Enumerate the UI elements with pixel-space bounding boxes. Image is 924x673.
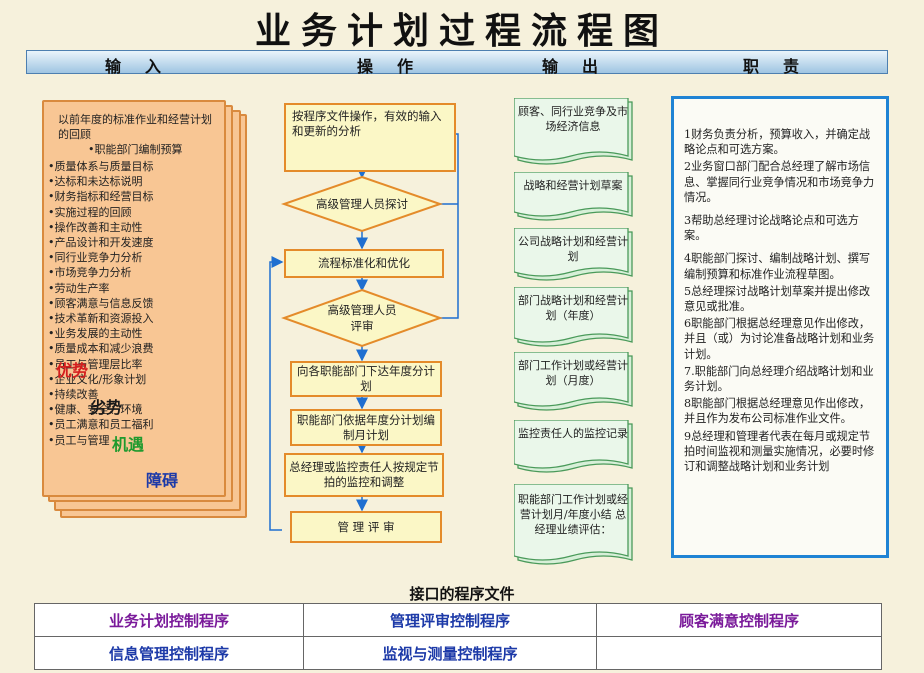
column-header-bar: 输入 操作 输出 职责 (26, 50, 888, 76)
input-item: •企业文化/形象计划 (48, 372, 147, 386)
input-item: •质量成本和减少浪费 (48, 342, 154, 356)
output-document: 监控责任人的监控记录 (514, 420, 633, 473)
responsibility-box: 1财务负责分析，预算收入，并确定战略论点和可选方案。 2业务窗口部门配合总经理了解… (671, 96, 889, 558)
table-row: 业务计划控制程序 管理评审控制程序 顾客满意控制程序 (34, 603, 882, 637)
output-document-text: 战略和经营计划草案 (523, 179, 623, 192)
input-item: •操作改善和主动性 (48, 220, 143, 234)
responsibility-item: 7.职能部门向总经理介绍战略计划和业务计划。 (684, 364, 874, 394)
page-title: 业务计划过程流程图 (254, 11, 669, 52)
tag-opportunity: 机遇 (112, 435, 145, 454)
interface-cell: 顾客满意控制程序 (596, 603, 882, 637)
header-operation: 操作 (357, 57, 438, 76)
output-document-text: 部门工作计划或经营计划（月度） (518, 359, 628, 387)
step-input-analysis: 按程序文件操作，有效的输入和更新的分析 (284, 103, 456, 172)
interface-cell: 管理评审控制程序 (303, 603, 597, 637)
interface-cell: 信息管理控制程序 (34, 636, 304, 670)
output-document: 战略和经营计划草案 (514, 172, 633, 221)
responsibility-item: 5总经理探讨战略计划草案并提出修改意见或批准。 (684, 284, 871, 314)
input-item: •质量体系与质量目标 (48, 160, 154, 173)
input-item: •员工与管理层比率 (48, 357, 143, 371)
input-item: •员工满意和员工福利 (48, 418, 154, 432)
header-responsibility: 职责 (743, 57, 824, 76)
output-document: 部门战略计划和经营计划（年度） (514, 287, 633, 347)
output-document-text: 公司战略计划和经营计划 (518, 235, 628, 263)
step-monitor-adjust: 总经理或监控责任人按规定节拍的监控和调整 (284, 453, 444, 497)
responsibility-item: 1财务负责分析，预算收入，并确定战略论点和可选方案。 (684, 128, 871, 157)
output-document-text: 顾客、同行业竞争及市场经济信息 (518, 105, 628, 133)
input-item-list: •质量体系与质量目标 •达标和未达标说明•财务指标和经营目标•实施过程的回顾•操作… (48, 159, 224, 448)
input-item: •劳动生产率 (48, 281, 110, 295)
interface-cell: 业务计划控制程序 (34, 603, 304, 637)
output-document: 公司战略计划和经营计划 (514, 228, 633, 281)
input-item: •顾客满意与信息反馈 (48, 296, 154, 310)
step-standardize: 流程标准化和优化 (284, 249, 444, 278)
input-item: •员工与管理 (48, 433, 110, 447)
header-output: 输出 (542, 57, 623, 76)
output-document: 职能部门工作计划或经营计划月/年度小结 总经理业绩评估： (514, 484, 633, 565)
responsibility-item: 3帮助总经理讨论战略论点和可选方案。 (684, 214, 859, 243)
responsibility-item: 4职能部门探讨、编制战略计划、撰写编制预算和标准作业流程草图。 (684, 252, 871, 281)
output-document: 部门工作计划或经营计划（月度） (514, 352, 633, 411)
output-document-text: 部门战略计划和经营计划（年度） (518, 294, 628, 322)
input-item: •同行业竞争力分析 (48, 251, 143, 265)
step-management-review: 管 理 评 审 (290, 511, 442, 543)
input-item: •业务发展的主动性 (48, 327, 143, 341)
interface-cell: 监视与测量控制程序 (303, 636, 597, 670)
header-input: 输入 (105, 57, 186, 76)
input-item: •达标和未达标说明 (48, 175, 143, 189)
input-item: •财务指标和经营目标 (48, 190, 154, 204)
input-sheet-front: 以前年度的标准作业和经营计划的回顾 •职能部门编制预算 •质量体系与质量目标 •达… (42, 100, 226, 497)
step-monthly-plan: 职能部门依据年度分计划编制月计划 (290, 409, 442, 446)
interface-title: 接口的程序文件 (409, 585, 515, 603)
decision-management-review: 高级管理人员 评审 (327, 303, 397, 333)
decision-management-discussion: 高级管理人员探讨 (316, 197, 408, 211)
tag-strength: 优势 (56, 361, 89, 380)
tag-obstacle: 障碍 (146, 471, 179, 490)
interface-table: 业务计划控制程序 管理评审控制程序 顾客满意控制程序 信息管理控制程序 监视与测… (34, 603, 882, 670)
responsibility-item: 8职能部门根据总经理意见作出修改，并且作为发布公司标准作业文件。 (684, 397, 871, 426)
output-document-text: 职能部门工作计划或经营计划月/年度小结 总经理业绩评估： (518, 493, 628, 536)
responsibility-item: 2业务窗口部门配合总经理了解市场信息、掌握同行业竞争情况和市场竞争力情况。 (684, 160, 875, 204)
output-document-text: 监控责任人的监控记录 (518, 427, 628, 440)
table-row: 信息管理控制程序 监视与测量控制程序 (34, 636, 882, 670)
input-item: •技术革新和资源投入 (48, 312, 154, 326)
input-item: •持续改善 (48, 388, 99, 402)
interface-cell (596, 636, 882, 670)
input-heading: 以前年度的标准作业和经营计划的回顾 •职能部门编制预算 (58, 113, 212, 156)
responsibility-item: 9总经理和管理者代表在每月或规定节拍时间监视和测量实施情况，必要时修订和调整战略… (684, 429, 875, 474)
step-issue-annual-plan: 向各职能部门下达年度分计划 (290, 361, 442, 397)
tag-weakness: 劣势 (90, 398, 123, 417)
output-document: 顾客、同行业竞争及市场经济信息 (514, 98, 633, 165)
input-item: •实施过程的回顾 (48, 205, 132, 219)
input-item: •产品设计和开发速度 (48, 236, 154, 250)
input-item: •健康、安全、环境 (48, 403, 143, 417)
responsibility-list: 1财务负责分析，预算收入，并确定战略论点和可选方案。 2业务窗口部门配合总经理了解… (684, 127, 876, 474)
input-item: •市场竞争力分析 (48, 266, 132, 280)
responsibility-item: 6职能部门根据总经理意见作出修改，并且（或）为讨论准备战略计划和业务计划。 (684, 317, 875, 361)
